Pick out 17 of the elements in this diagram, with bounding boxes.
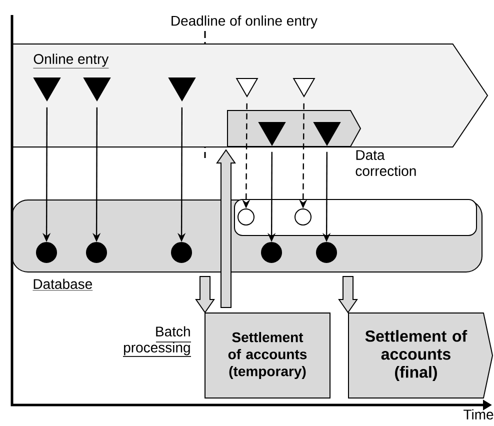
- block-arrow: [195, 276, 215, 314]
- data-dot: [294, 208, 312, 226]
- data-dot: [86, 242, 107, 263]
- data-dot: [36, 242, 57, 263]
- deadline-label: Deadline of online entry: [172, 15, 318, 29]
- block-arrow: [338, 276, 358, 314]
- node-label: Data correction: [356, 150, 416, 176]
- data-dot: [238, 208, 254, 226]
- data-dot: [171, 242, 192, 263]
- data-dot: [316, 242, 337, 263]
- node-label: Database: [34, 278, 92, 289]
- process-box: Settlement of accounts (temporary): [204, 312, 330, 398]
- block-arrow: [216, 149, 236, 308]
- data-dot: [261, 242, 282, 263]
- process-arrow-box: Settlement of accounts (final): [348, 312, 494, 398]
- correction-area: [234, 199, 477, 236]
- section-label: Batch processing: [124, 326, 190, 356]
